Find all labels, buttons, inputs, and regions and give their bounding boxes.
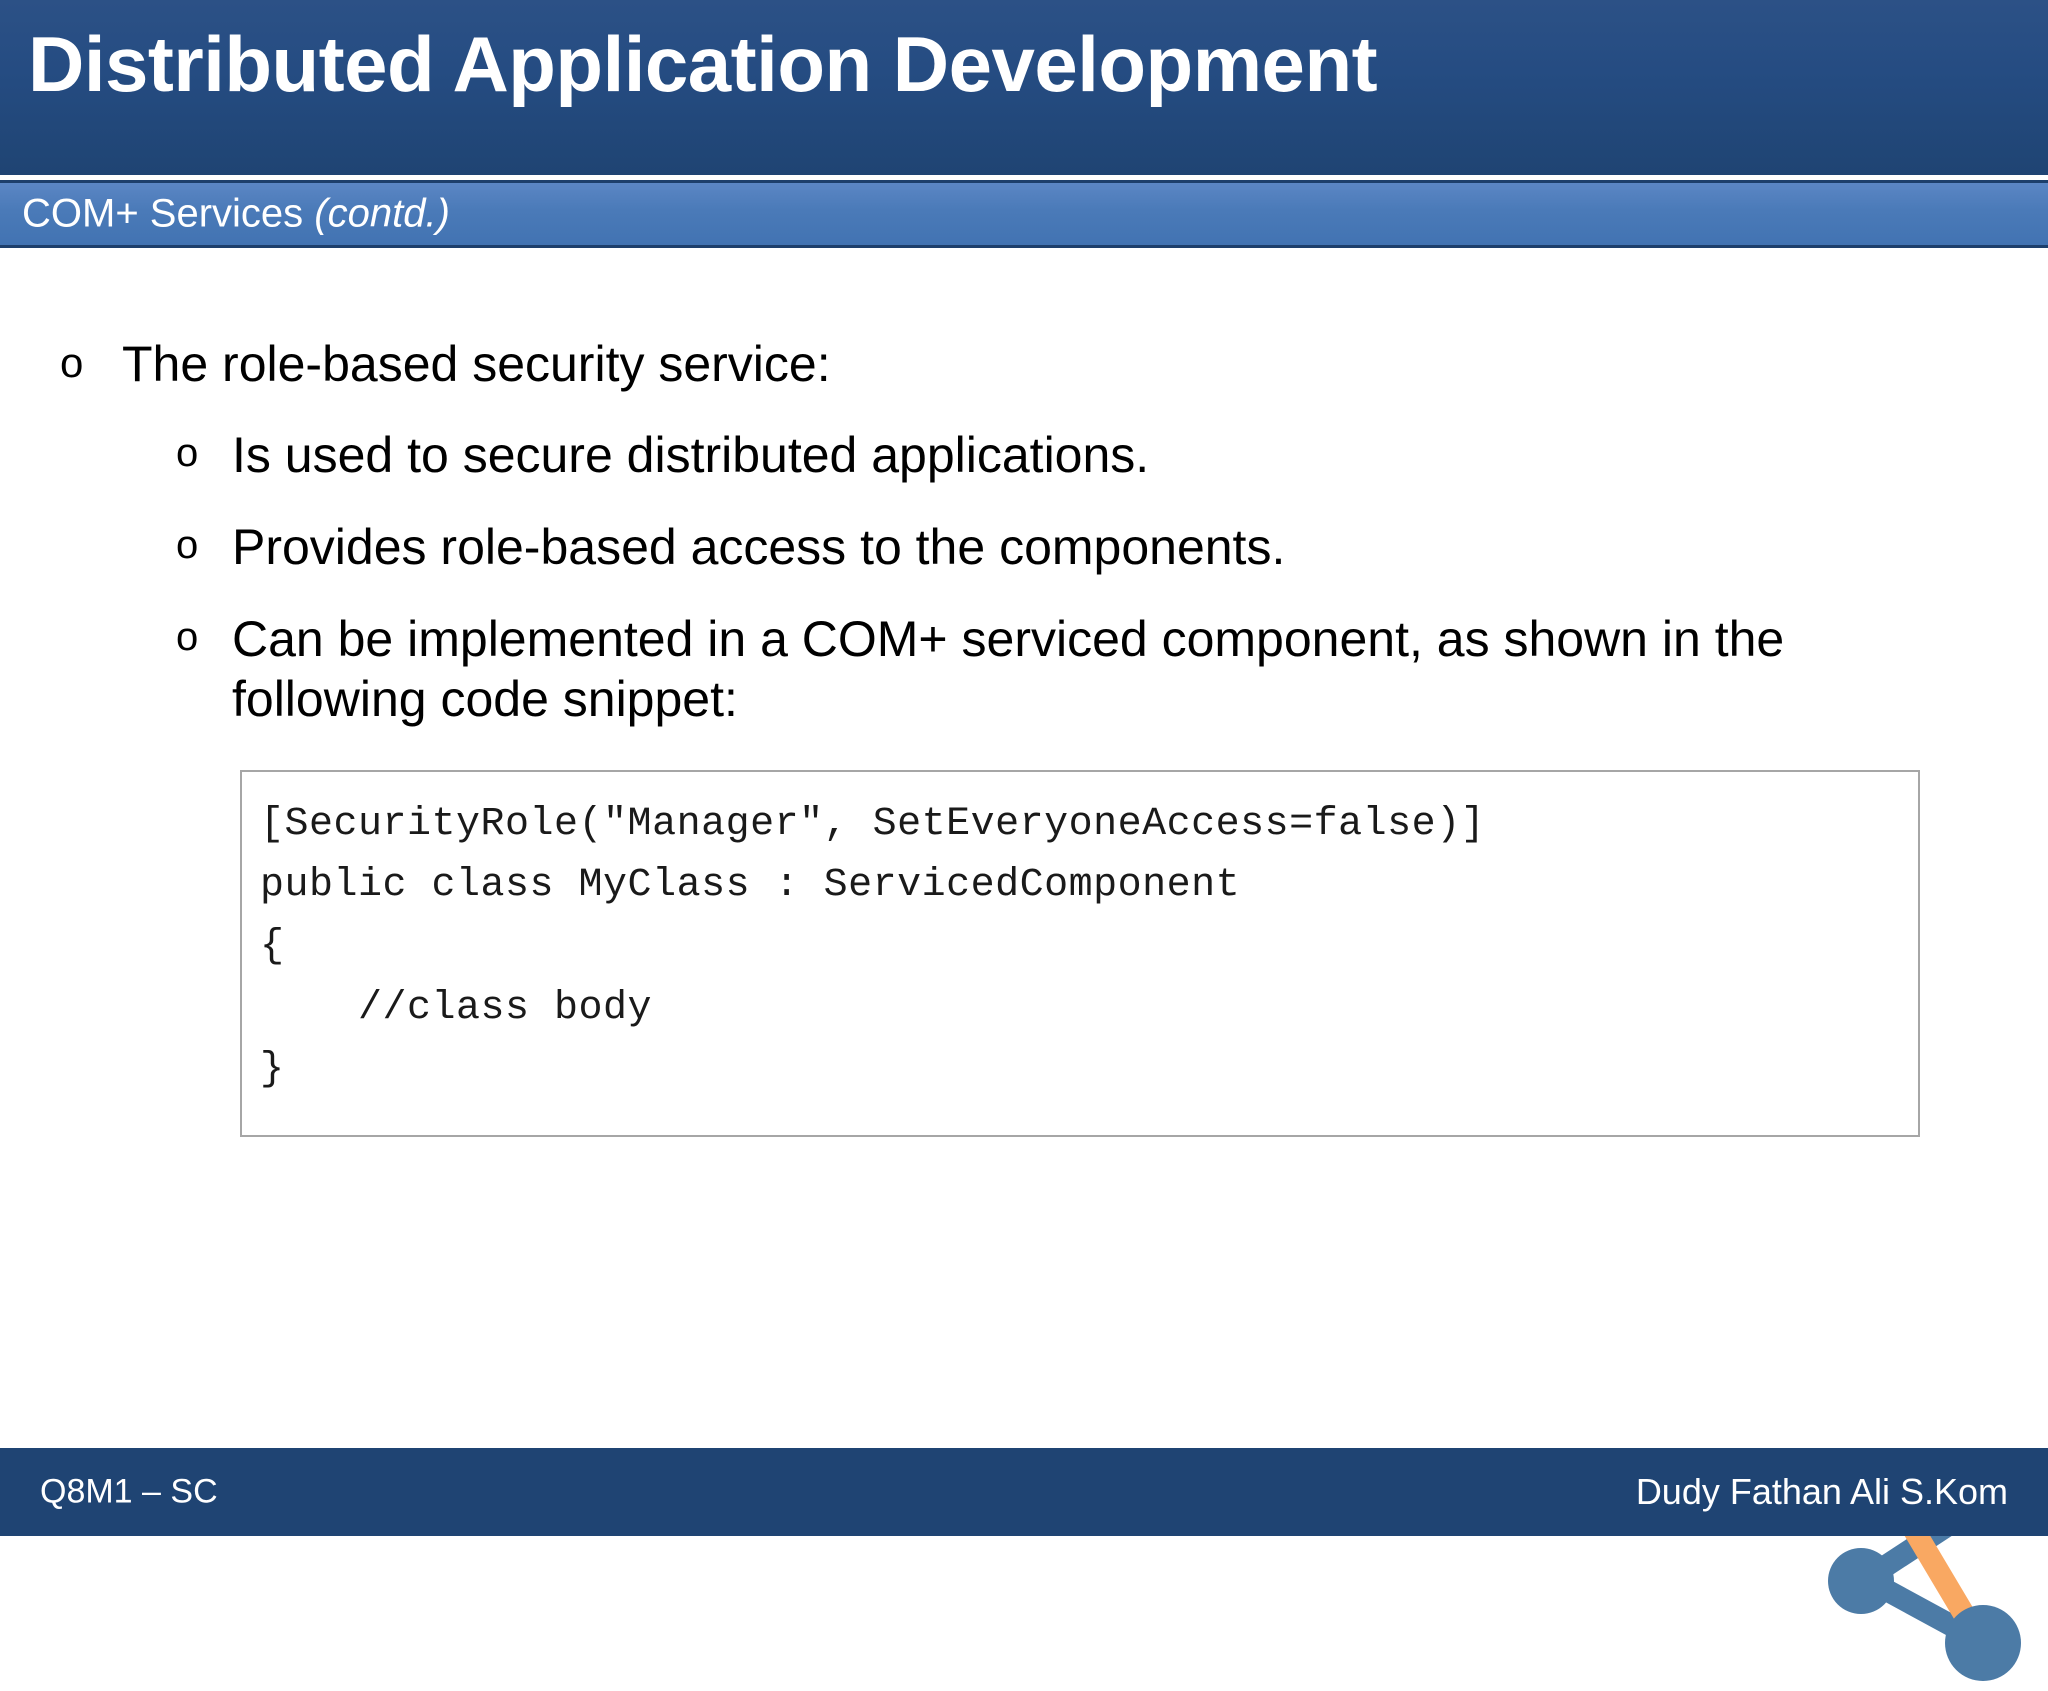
- slide-body: o The role-based security service: o Is …: [0, 255, 2048, 1681]
- logo-node-blue-left: [1828, 1548, 1894, 1614]
- bullet-level2-text: Is used to secure distributed applicatio…: [232, 427, 1150, 483]
- subtitle-band: COM+ Services (contd.): [0, 180, 2048, 248]
- list-item: o Provides role-based access to the comp…: [176, 517, 1976, 577]
- subtitle: COM+ Services (contd.): [22, 192, 450, 237]
- bullet-marker-icon: o: [176, 431, 199, 475]
- code-line: {: [260, 924, 285, 970]
- logo-node-blue-bottom: [1945, 1605, 2021, 1681]
- code-line: [SecurityRole("Manager", SetEveryoneAcce…: [260, 802, 1486, 847]
- bullet-level2-text: Can be implemented in a COM+ serviced co…: [232, 611, 1785, 727]
- list-item: o Can be implemented in a COM+ serviced …: [176, 609, 1976, 729]
- subtitle-main-text: COM+ Services: [22, 191, 315, 236]
- bullet-level1-text: The role-based security service:: [122, 336, 831, 392]
- list-item: o Is used to secure distributed applicat…: [176, 425, 1976, 485]
- page-title: Distributed Application Development: [28, 20, 1378, 108]
- code-line: }: [260, 1046, 285, 1092]
- bullet-level2-list: o Is used to secure distributed applicat…: [176, 425, 1976, 761]
- title-band: Distributed Application Development: [0, 0, 2048, 175]
- bullet-marker-icon: o: [176, 615, 199, 659]
- code-snippet-box: [SecurityRole("Manager", SetEveryoneAcce…: [240, 770, 1920, 1137]
- code-line: //class body: [260, 985, 653, 1031]
- footer-slide-code: Q8M1 – SC: [40, 1472, 218, 1511]
- bullet-level2-text: Provides role-based access to the compon…: [232, 519, 1286, 575]
- footer-author: Dudy Fathan Ali S.Kom: [1635, 1471, 2008, 1512]
- subtitle-italic-text: (contd.): [314, 191, 450, 236]
- bullet-level1: o The role-based security service:: [60, 335, 831, 394]
- footer-band: Q8M1 – SC Dudy Fathan Ali S.Kom: [0, 1448, 2048, 1536]
- code-line: public class MyClass : ServicedComponent: [260, 863, 1241, 909]
- bullet-marker-icon: o: [176, 523, 199, 567]
- bullet-marker-icon: o: [60, 339, 84, 386]
